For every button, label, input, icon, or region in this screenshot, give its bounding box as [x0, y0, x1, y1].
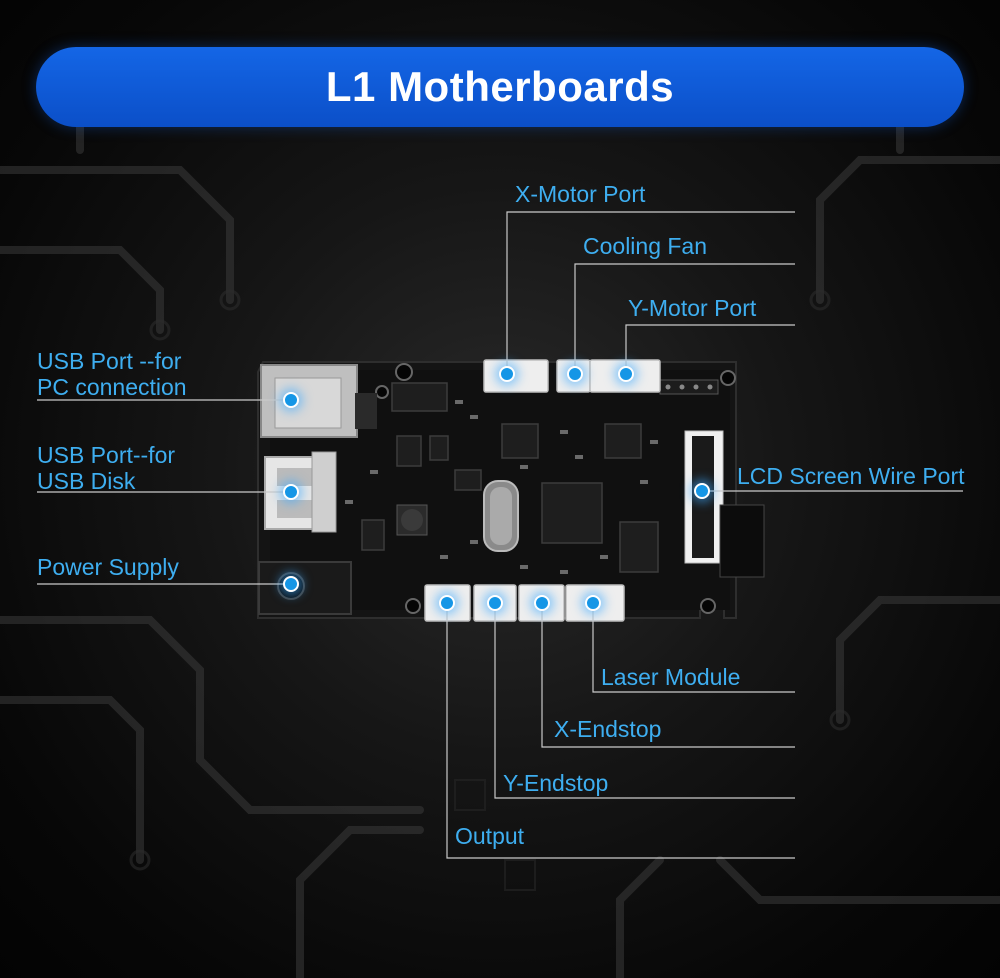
leader-y-endstop: [494, 603, 795, 799]
leader-cooling-fan: [574, 263, 795, 374]
label-laser-module: Laser Module: [601, 664, 741, 690]
label-y-endstop: Y-Endstop: [503, 770, 609, 796]
leader-y-motor-port: [625, 324, 795, 374]
leader-x-motor-port: [506, 211, 795, 374]
label-cooling-fan: Cooling Fan: [583, 233, 708, 259]
marker-power-supply: [283, 576, 299, 592]
marker-laser-module: [585, 595, 601, 611]
label-usb-pc-line1: USB Port --for: [37, 348, 182, 374]
title-banner: L1 Motherboards: [36, 47, 964, 127]
marker-x-endstop: [534, 595, 550, 611]
marker-output: [439, 595, 455, 611]
label-usb-disk-line1: USB Port--for: [37, 442, 176, 468]
label-usb-pc-line2: PC connection: [37, 374, 187, 400]
leader-laser-module: [592, 603, 795, 693]
page-title: L1 Motherboards: [325, 63, 675, 110]
marker-usb-disk: [283, 484, 299, 500]
marker-x-motor-port: [499, 366, 515, 382]
label-usb-disk-line2: USB Disk: [37, 468, 136, 494]
label-power-supply: Power Supply: [37, 554, 179, 580]
marker-lcd-screen: [694, 483, 710, 499]
label-lcd-screen-wire-port: LCD Screen Wire Port: [737, 463, 965, 489]
label-x-motor-port: X-Motor Port: [515, 181, 646, 207]
leader-x-endstop: [541, 603, 795, 748]
marker-y-motor-port: [618, 366, 634, 382]
label-y-motor-port: Y-Motor Port: [628, 295, 757, 321]
marker-usb-pc: [283, 392, 299, 408]
leader-output: [446, 603, 795, 859]
label-x-endstop: X-Endstop: [554, 716, 662, 742]
marker-y-endstop: [487, 595, 503, 611]
marker-cooling-fan: [567, 366, 583, 382]
label-output: Output: [455, 823, 525, 849]
